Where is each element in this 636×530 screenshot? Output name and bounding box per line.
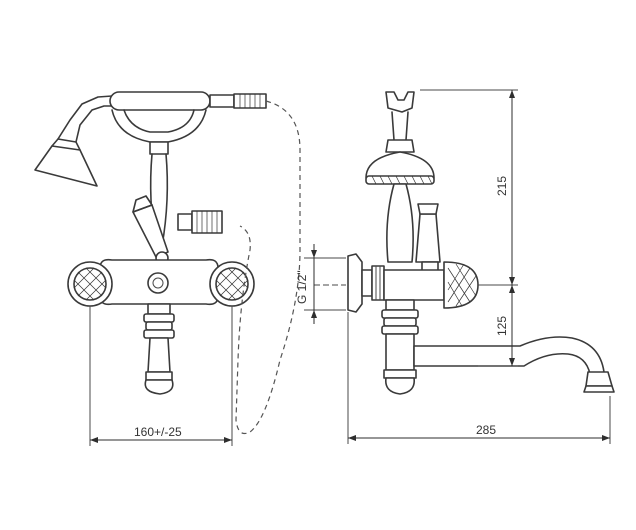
right-knob — [209, 261, 255, 307]
side-knob — [443, 261, 479, 309]
side-spout-stack — [381, 299, 419, 395]
front-lever-handle — [132, 195, 169, 265]
side-view — [304, 89, 615, 444]
hand-shower-head — [34, 95, 113, 187]
mixer-body — [99, 258, 219, 306]
label-height-lower: 125 — [495, 316, 509, 336]
label-width-mixer: 160+/-25 — [134, 425, 182, 439]
label-width-total: 285 — [476, 423, 496, 437]
tub-spout — [413, 336, 615, 393]
dimension-labels: 160+/-25 285 215 125 G 1/2" — [134, 176, 509, 439]
front-spout-stack — [143, 303, 175, 395]
hose-connector — [177, 210, 223, 234]
hand-shower-cradle — [109, 91, 267, 143]
label-thread: G 1/2" — [295, 270, 309, 304]
side-lever-handle — [415, 203, 441, 273]
side-cradle — [385, 91, 415, 141]
front-view — [34, 91, 301, 446]
side-mixer-body — [383, 269, 445, 301]
shower-hose — [235, 100, 301, 435]
label-height-upper: 215 — [495, 176, 509, 196]
side-column — [386, 183, 414, 263]
dimension-lines — [90, 90, 610, 443]
wall-connection — [347, 253, 385, 313]
left-knob — [67, 261, 113, 307]
side-shower-head — [365, 139, 435, 185]
